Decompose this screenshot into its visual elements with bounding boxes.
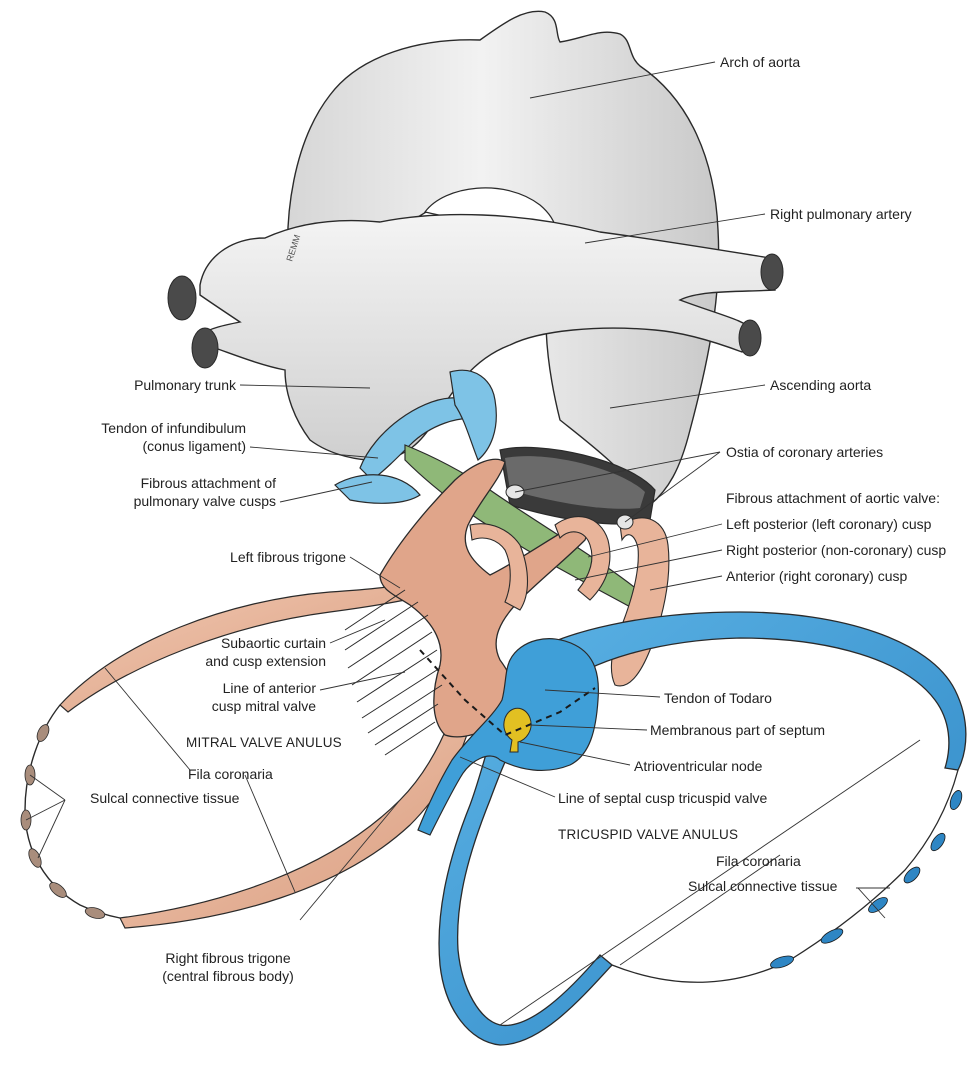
label-anterior-cusp: Anterior (right coronary) cusp (726, 568, 907, 585)
left-pulmonary-cut-upper (168, 276, 196, 320)
label-pulmonary-trunk: Pulmonary trunk (100, 377, 236, 394)
label-fila-coronaria-left: Fila coronaria (188, 766, 273, 783)
label-fibrous-aortic-title: Fibrous attachment of aortic valve: (726, 490, 940, 507)
label-right-posterior-cusp: Right posterior (non-coronary) cusp (726, 542, 946, 559)
label-tricuspid-anulus: TRICUSPID VALVE ANULUS (558, 826, 738, 843)
left-pulmonary-cut-lower (192, 328, 218, 368)
label-left-posterior-cusp: Left posterior (left coronary) cusp (726, 516, 931, 533)
label-sulcal-left: Sulcal connective tissue (90, 790, 239, 807)
right-pulmonary-cut-upper (761, 254, 783, 290)
label-fibrous-pulmonary-line1: Fibrous attachment of (60, 475, 276, 492)
label-subaortic-line1: Subaortic curtain (160, 635, 326, 652)
mitral-lower-arm (120, 720, 470, 928)
label-right-trigone-line2: (central fibrous body) (148, 968, 308, 985)
label-subaortic-line2: and cusp extension (160, 653, 326, 670)
label-sulcal-right: Sulcal connective tissue (688, 878, 837, 895)
label-tendon-todaro: Tendon of Todaro (664, 690, 772, 707)
label-tendon-infundibulum-line1: Tendon of infundibulum (60, 420, 246, 437)
left-sulcal-nodules (21, 705, 120, 920)
label-left-fibrous-trigone: Left fibrous trigone (160, 549, 346, 566)
label-right-pulmonary-artery: Right pulmonary artery (770, 206, 912, 223)
label-tendon-infundibulum-line2: (conus ligament) (60, 438, 246, 455)
label-membranous-septum: Membranous part of septum (650, 722, 825, 739)
label-ostia-coronary: Ostia of coronary arteries (726, 444, 883, 461)
label-line-anterior-line1: Line of anterior (160, 680, 316, 697)
label-fibrous-pulmonary-line2: pulmonary valve cusps (60, 493, 276, 510)
label-av-node: Atrioventricular node (634, 758, 762, 775)
right-pulmonary-cut-lower (739, 320, 761, 356)
label-right-trigone-line1: Right fibrous trigone (148, 950, 308, 967)
label-line-anterior-line2: cusp mitral valve (160, 698, 316, 715)
label-ascending-aorta: Ascending aorta (770, 377, 871, 394)
label-line-septal-cusp: Line of septal cusp tricuspid valve (558, 790, 767, 807)
label-mitral-anulus: MITRAL VALVE ANULUS (186, 734, 342, 751)
label-fila-coronaria-right: Fila coronaria (716, 853, 801, 870)
label-arch-of-aorta: Arch of aorta (720, 54, 800, 71)
